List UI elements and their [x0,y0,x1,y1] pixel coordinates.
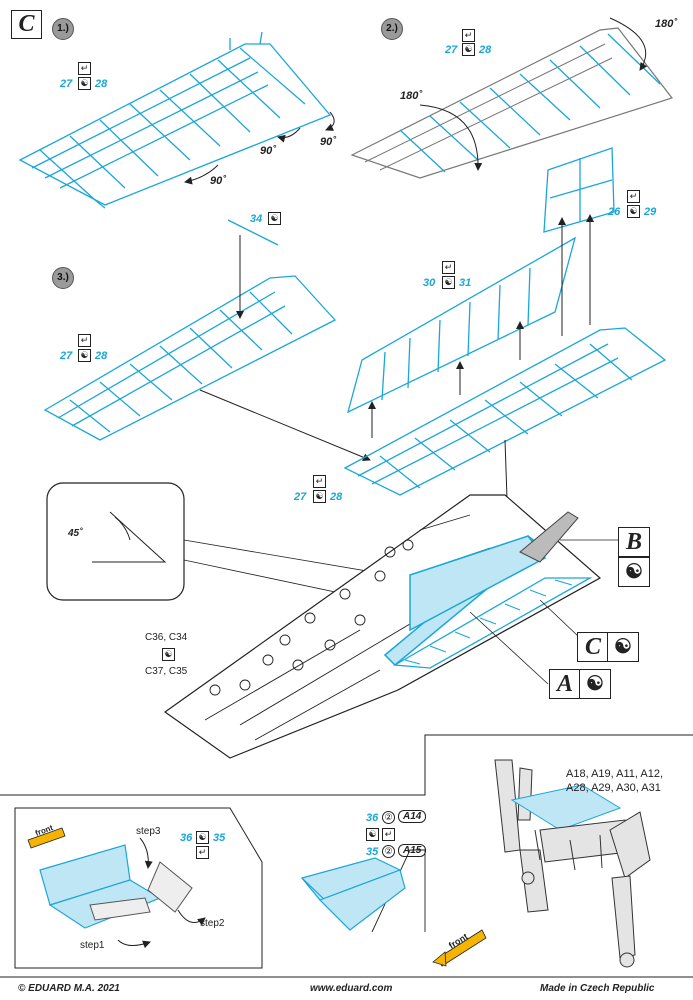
yin-yang-icon: ☯ [627,205,640,218]
angle-label: 180˚ [655,18,678,30]
yin-yang-icon: ☯ [78,349,91,362]
step1-label: step1 [80,940,105,951]
step2-label: step2 [200,918,225,929]
part-label-28: 28 [95,78,108,90]
yin-yang-icon: ☯ [618,557,650,587]
part-label-36: 36 [366,812,379,824]
part-label-35: 35 [213,832,226,844]
fold-icon: ↵ [462,29,475,42]
wing-parts-line1: C36, C34 [145,632,188,643]
footer-website: www.eduard.com [310,983,393,994]
part-label-29: 29 [644,206,657,218]
ramp-inset [14,807,263,969]
part-label-27: 27 [60,350,73,362]
step2-etched-grid [350,27,673,179]
part-label-36: 36 [180,832,193,844]
fold-icon: ↵ [627,190,640,203]
option-b-label: B [618,527,650,557]
tab-part [543,147,615,233]
footer-origin: Made in Czech Republic [540,983,655,994]
fold-icon: ↵ [78,334,91,347]
gear-parts-line2: A28, A29, A30, A31 [566,782,661,794]
gear-parts-line1: A18, A19, A11, A12, [566,768,664,780]
part-label-28: 28 [95,350,108,362]
footer-copyright: © EDUARD M.A. 2021 [18,983,120,994]
part-label-26: 26 [608,206,621,218]
yin-yang-icon: ☯ [268,212,281,225]
part-label-30: 30 [423,277,436,289]
step1-etched-grid [18,31,332,209]
yin-yang-icon: ☯ [442,276,455,289]
flap-on-wing [383,511,593,669]
landing-gear-assembly [494,759,651,968]
option-c-label: C [577,632,609,662]
middle-etched-grid [343,327,667,496]
part-a15: A15 [398,844,427,857]
yin-yang-icon: ☯ [78,77,91,90]
yin-yang-icon: ☯ [579,669,611,699]
part-label-27: 27 [294,491,307,503]
fold-icon: ↵ [442,261,455,274]
yin-yang-icon: ☯ [607,632,639,662]
ramp-part [300,849,426,933]
duplicate-icon: ② [382,845,395,858]
part-label-35: 35 [366,846,379,858]
yin-yang-icon: ☯ [162,648,175,661]
angle-label: 90˚ [260,145,276,157]
part-label-28: 28 [479,44,492,56]
fold-icon: ↵ [196,846,209,859]
yin-yang-icon: ☯ [366,828,379,841]
part-label-34: 34 [250,213,263,225]
yin-yang-icon: ☯ [196,831,209,844]
part-a14: A14 [398,810,427,823]
step3-label: step3 [136,826,161,837]
step-badge-2: 2.) [381,18,403,40]
part-label-31: 31 [459,277,472,289]
part-label-27: 27 [445,44,458,56]
step-badge-3: 3.) [52,267,74,289]
angle-label: 180˚ [400,90,423,102]
part-label-28: 28 [330,491,343,503]
option-a-label: A [549,669,581,699]
main-wing [163,494,602,759]
part-label-27: 27 [60,78,73,90]
angle-label: 90˚ [210,175,226,187]
yin-yang-icon: ☯ [313,490,326,503]
wing-parts-line2: C37, C35 [145,666,188,677]
fold-icon: ↵ [382,828,395,841]
angle-label-45: 45˚ [68,528,83,539]
step-badge-1: 1.) [52,18,74,40]
fold-icon: ↵ [78,62,91,75]
section-letter-box: C [11,10,42,39]
angle-label: 90˚ [320,136,336,148]
yin-yang-icon: ☯ [462,43,475,56]
flap-part [347,236,577,414]
duplicate-icon: ② [382,811,395,824]
fold-icon: ↵ [313,475,326,488]
step3-etched-grid [43,219,337,441]
